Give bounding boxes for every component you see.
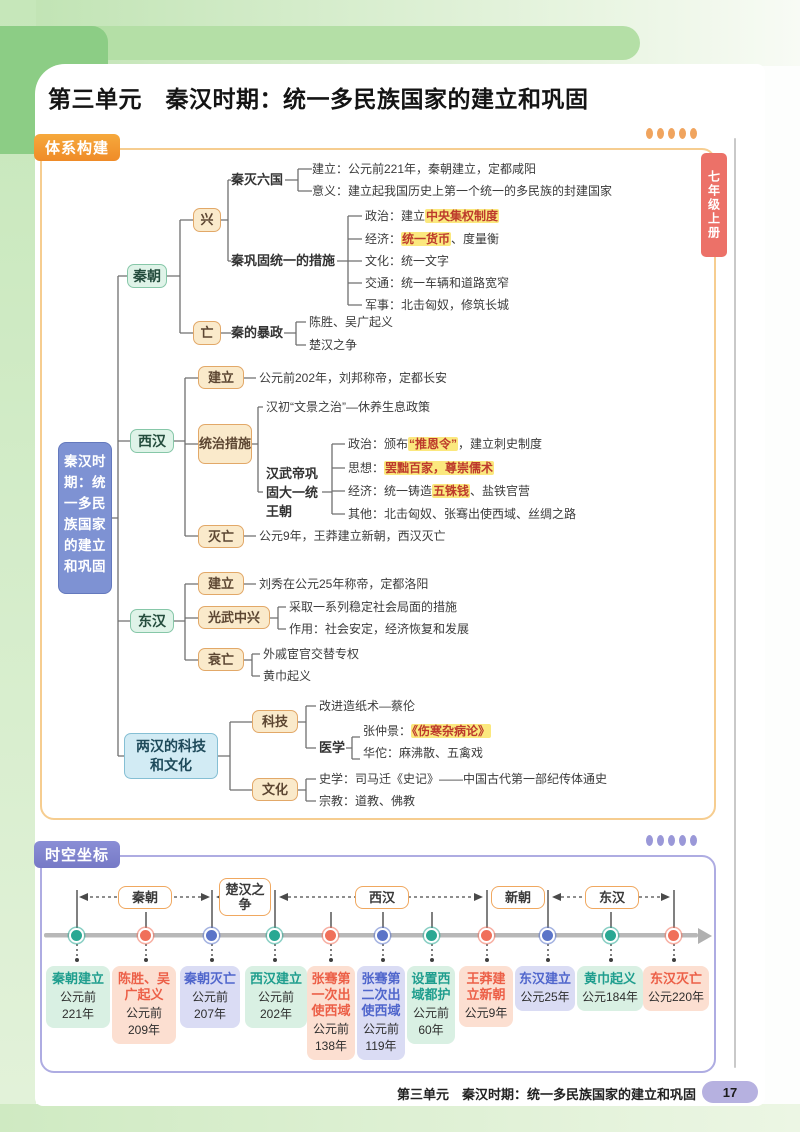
highlight-shanghan-treatise: 《伤寒杂病论》 — [411, 724, 492, 738]
timeline-section-badge: 时空坐标 — [34, 841, 121, 868]
node-qin-unification: 秦灭六国 — [231, 172, 284, 187]
leaf-eh-founding-text: 刘秀在公元25年称帝，定都洛阳 — [259, 577, 429, 591]
node-wh-demise: 灭亡 — [198, 525, 244, 548]
timeline-dot-11 — [666, 928, 681, 943]
node-culture: 文化 — [252, 778, 298, 801]
leaf-shiji: 史学：司马迁《史记》——中国古代第一部纪传体通史 — [319, 772, 608, 786]
event-card: 东汉建立公元25年 — [515, 966, 575, 1011]
event-card: 王莽建立新朝公元9年 — [459, 966, 513, 1027]
node-western-han: 西汉 — [130, 429, 174, 453]
node-eh-decline: 衰亡 — [198, 648, 244, 671]
node-qin-tyranny: 秦的暴政 — [231, 325, 284, 340]
mindmap-panel — [40, 148, 716, 820]
leaf-wenjing-rule: 汉初“文景之治”—休养生息政策 — [266, 400, 430, 414]
node-han-science-culture: 两汉的科技和文化 — [124, 733, 218, 779]
green-frame-bottom — [0, 1104, 800, 1132]
grade-side-tab: 七年级上册 — [701, 153, 727, 257]
leaf-papermaking: 改进造纸术—蔡伦 — [319, 699, 416, 713]
mindmap-panel-dots-decor — [646, 128, 697, 139]
node-qin-dynasty: 秦朝 — [127, 264, 167, 288]
period-chu-han: 楚汉之争 — [219, 878, 271, 916]
leaf-qin-significance: 意义：建立起我国历史上第一个统一的多民族的封建国家 — [312, 184, 613, 198]
timeline-dot-1 — [69, 928, 84, 943]
leaf-wh-founding-text: 公元前202年，刘邦称帝，定都长安 — [259, 371, 448, 385]
leaf-wu-economy: 经济：统一铸造五铢钱、盐铁官营 — [348, 484, 531, 498]
node-medicine: 医学 — [319, 740, 346, 755]
footer-title: 第三单元 秦汉时期：统一多民族国家的建立和巩固 — [396, 1087, 696, 1102]
node-qin-fall: 亡 — [193, 321, 221, 345]
node-eastern-han: 东汉 — [130, 609, 174, 633]
event-card: 黄巾起义公元184年 — [577, 966, 643, 1011]
timeline-dot-3 — [204, 928, 219, 943]
leaf-zhangzhongjing: 张仲景：《伤寒杂病论》 — [363, 724, 492, 738]
unit-title: 第三单元 秦汉时期：统一多民族国家的建立和巩固 — [48, 86, 589, 112]
period-eastern-han: 东汉 — [585, 886, 639, 909]
node-qin-measures: 秦巩固统一的措施 — [231, 253, 336, 268]
highlight-centralized-power: 中央集权制度 — [425, 209, 500, 223]
timeline-dot-6 — [375, 928, 390, 943]
timeline-dot-7 — [424, 928, 439, 943]
highlight-confucianism: 罢黜百家，尊崇儒术 — [384, 461, 495, 475]
leaf-chu-han-contention: 楚汉之争 — [309, 338, 358, 352]
timeline-dot-5 — [323, 928, 338, 943]
leaf-qin-culture: 文化：统一文字 — [365, 254, 450, 268]
node-eh-founding: 建立 — [198, 572, 244, 595]
period-western-han: 西汉 — [355, 886, 409, 909]
leaf-consort-eunuch-power: 外戚宦官交替专权 — [263, 647, 360, 661]
page-edge-line — [734, 138, 736, 1068]
leaf-religion: 宗教：道教、佛教 — [319, 794, 416, 808]
leaf-wu-others: 其他：北击匈奴、张骞出使西域、丝绸之路 — [348, 507, 577, 521]
highlight-wuzhu-coin: 五铢钱 — [432, 484, 471, 498]
leaf-guangwu-measures: 采取一系列稳定社会局面的措施 — [289, 600, 458, 614]
timeline-dot-10 — [603, 928, 618, 943]
leaf-guangwu-effect: 作用：社会安定，经济恢复和发展 — [289, 622, 470, 636]
leaf-wu-politics: 政治：颁布“推恩令”，建立刺史制度 — [348, 437, 543, 451]
highlight-unified-currency: 统一货币 — [401, 232, 452, 246]
period-xin: 新朝 — [491, 886, 545, 909]
leaf-qin-economy: 经济：统一货币、度量衡 — [365, 232, 500, 246]
leaf-qin-military: 军事：北击匈奴，修筑长城 — [365, 298, 510, 312]
node-wh-founding: 建立 — [198, 366, 244, 389]
mindmap-section-badge: 体系构建 — [34, 134, 121, 161]
page-number: 17 — [702, 1081, 758, 1103]
leaf-qin-politics: 政治：建立中央集权制度 — [365, 209, 500, 223]
timeline-dot-2 — [138, 928, 153, 943]
period-qin: 秦朝 — [118, 886, 172, 909]
leaf-wh-demise-text: 公元9年，王莽建立新朝，西汉灭亡 — [259, 529, 446, 543]
leaf-qin-transport: 交通：统一车辆和道路宽窄 — [365, 276, 510, 290]
node-technology: 科技 — [252, 710, 298, 733]
node-emperor-wu: 汉武帝巩固大一统王朝 — [266, 466, 319, 519]
node-qin-rise: 兴 — [193, 208, 221, 232]
timeline-panel — [40, 855, 716, 1073]
node-guangwu-restoration: 光武中兴 — [198, 606, 270, 629]
timeline-dot-8 — [479, 928, 494, 943]
leaf-huatuo: 华佗：麻沸散、五禽戏 — [363, 746, 484, 760]
leaf-qin-founding: 建立：公元前221年，秦朝建立，定都咸阳 — [312, 162, 537, 176]
leaf-wu-ideology: 思想：罢黜百家，尊崇儒术 — [348, 461, 495, 475]
leaf-yellow-turban: 黄巾起义 — [263, 669, 312, 683]
green-frame-left — [0, 0, 36, 1132]
highlight-tuienling: “推恩令” — [408, 437, 459, 451]
timeline-dot-9 — [540, 928, 555, 943]
timeline-dot-4 — [267, 928, 282, 943]
event-card: 东汉灭亡公元220年 — [643, 966, 709, 1011]
leaf-chensheng-uprising: 陈胜、吴广起义 — [309, 315, 394, 329]
node-wh-governance: 统治措施 — [198, 424, 252, 464]
mindmap-root-node: 秦汉时期：统一多民族国家的建立和巩固 — [58, 442, 112, 594]
timeline-panel-dots-decor — [646, 835, 697, 846]
